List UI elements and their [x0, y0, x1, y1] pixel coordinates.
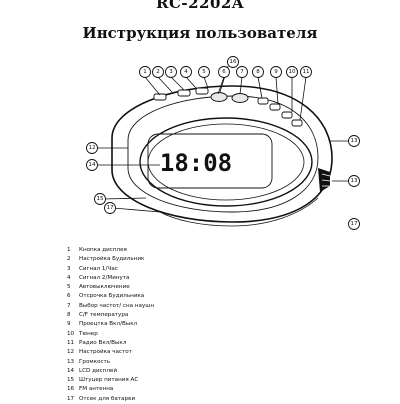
callout-3: 3: [165, 66, 177, 78]
svg-text:2: 2: [156, 69, 160, 75]
volume-dial: [318, 168, 331, 192]
svg-text:13: 13: [351, 178, 358, 184]
callout-13: 13: [348, 135, 360, 147]
svg-text:17: 17: [107, 205, 114, 211]
leader-lines: [98, 65, 354, 213]
top-buttons: [153, 87, 303, 127]
svg-text:10: 10: [289, 69, 296, 75]
svg-text:17: 17: [351, 221, 358, 227]
svg-text:11: 11: [303, 69, 310, 75]
callout-markers: 1 2 3 4 5 16 6 7 8 9 10 11 12 14 15 17 1…: [86, 56, 360, 230]
svg-text:16: 16: [230, 59, 237, 65]
model-number: RC-2202A: [155, 0, 245, 12]
svg-text:8: 8: [256, 69, 260, 75]
callout-11: 11: [300, 66, 312, 78]
svg-text:7: 7: [240, 69, 244, 75]
svg-text:15: 15: [97, 196, 104, 202]
callout-17b: 17: [348, 218, 360, 230]
callout-16: 16: [227, 56, 239, 68]
svg-text:14: 14: [89, 162, 96, 168]
callout-1: 1: [139, 66, 151, 78]
callout-10: 10: [286, 66, 298, 78]
svg-text:12: 12: [89, 145, 96, 151]
callout-13b: 13: [348, 175, 360, 187]
callout-2: 2: [152, 66, 164, 78]
svg-text:3: 3: [169, 69, 173, 75]
callout-9: 9: [270, 66, 282, 78]
svg-text:6: 6: [222, 69, 226, 75]
callout-12: 12: [86, 142, 98, 154]
callout-14: 14: [86, 159, 98, 171]
callout-8: 8: [252, 66, 264, 78]
page-title: Инструкция пользователя: [82, 24, 318, 42]
callout-7: 7: [236, 66, 248, 78]
callout-4: 4: [180, 66, 192, 78]
svg-text:5: 5: [202, 69, 206, 75]
callout-17: 17: [104, 202, 116, 214]
callout-5: 5: [198, 66, 210, 78]
svg-text:1: 1: [143, 69, 147, 75]
lcd-display: 18:08: [139, 117, 313, 207]
svg-text:4: 4: [184, 69, 188, 75]
svg-text:13: 13: [351, 138, 358, 144]
svg-text:9: 9: [274, 69, 278, 75]
callout-6: 6: [218, 66, 230, 78]
lcd-time: 18:08: [160, 149, 232, 177]
callout-15: 15: [94, 193, 106, 205]
